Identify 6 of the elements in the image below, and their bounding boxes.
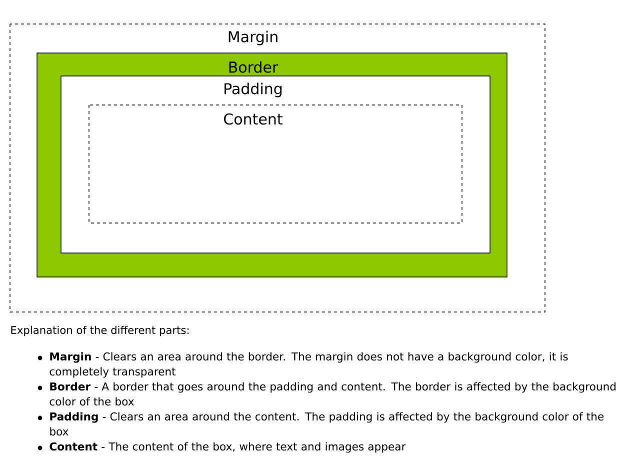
bullet-item: Padding - Clears an area around the content. The padding is affected by the background color of the box (50, 412, 604, 436)
dashed-box: Content (88, 104, 462, 224)
intro-text: Explanation of the different parts: (11, 326, 189, 336)
bullet-item: Border - A border that goes around the padding and content. The border is affected by the background color of the box (50, 382, 616, 406)
bullet-item: Content - The content of the box, where text and images appear (50, 442, 406, 453)
bullet-item: Margin - Clears an area around the border. The margin does not have a background color, it is completely transparent (50, 352, 568, 378)
